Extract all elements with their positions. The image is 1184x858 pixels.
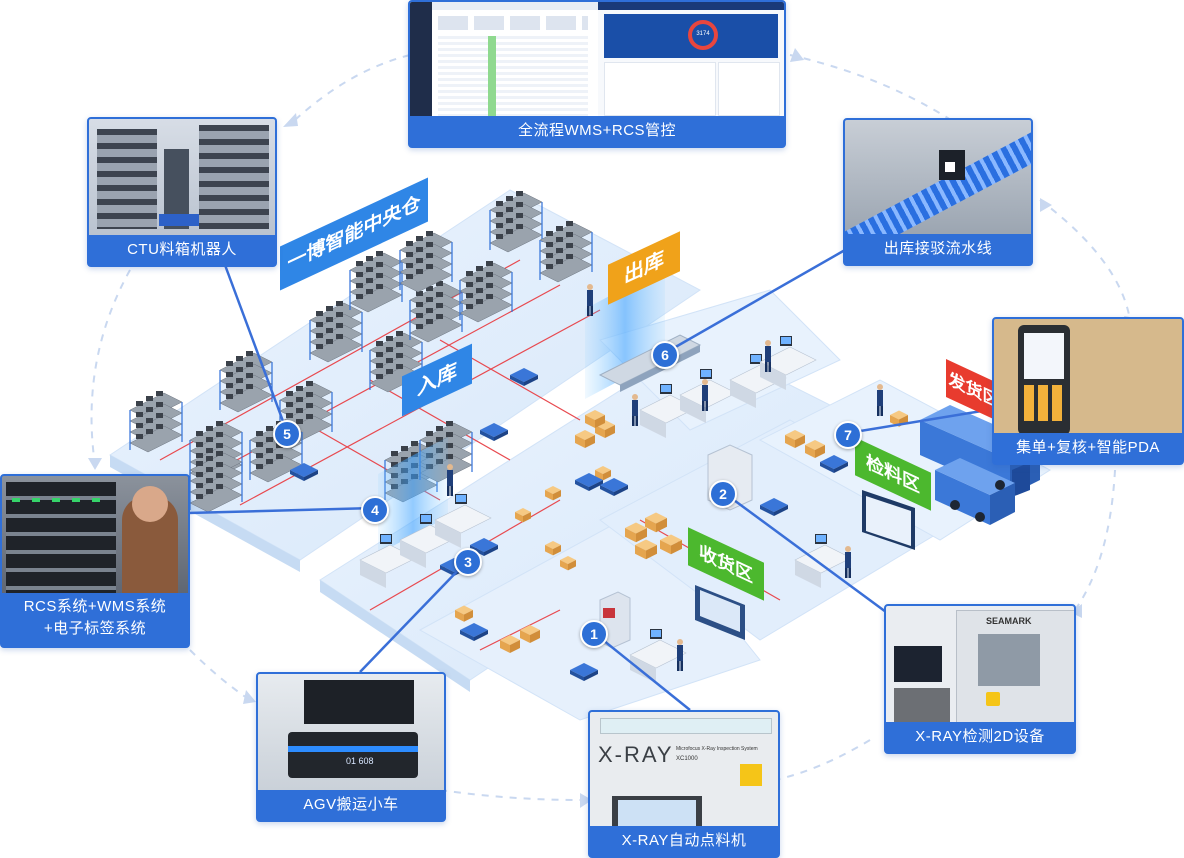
- worker: [587, 284, 593, 316]
- inspection-screen: [862, 490, 915, 550]
- cardboard-box: [500, 635, 520, 653]
- cardboard-box: [635, 539, 657, 560]
- seamark-brand: SEAMARK: [986, 616, 1032, 626]
- agv-robots: [290, 368, 848, 681]
- agv-robot: [600, 478, 628, 496]
- ctu-robot-photo: [89, 119, 275, 239]
- card-xray-2d: SEAMARK X-RAY检测2D设备: [884, 604, 1076, 754]
- agv-robot: [480, 423, 508, 441]
- worker: [447, 464, 453, 496]
- card-wms-rcs-caption: 全流程WMS+RCS管控: [410, 116, 784, 146]
- card-agv-caption: AGV搬运小车: [258, 790, 444, 820]
- card-outbound-line-caption: 出库接驳流水线: [845, 234, 1031, 264]
- agv-robot: [460, 623, 488, 641]
- agv-robot: [510, 368, 538, 386]
- card-agv: 01 608 AGV搬运小车: [256, 672, 446, 822]
- storage-rack: [349, 251, 403, 313]
- storage-rack: [539, 221, 593, 283]
- xray-brand: X-RAY: [598, 742, 674, 767]
- card-xray-counter: X-RAY Microfocus X-Ray Inspection System…: [588, 710, 780, 858]
- dashboard-value: 3174: [696, 31, 710, 37]
- card-rcs-wms-label: RCS系统+WMS系统 +电子标签系统: [0, 474, 190, 648]
- worker: [702, 379, 708, 411]
- workstation: [794, 534, 852, 588]
- xray-2d-photo: SEAMARK: [886, 606, 1074, 726]
- worker: [845, 546, 851, 578]
- agv-robot: [290, 463, 318, 481]
- marker-7: 7: [834, 421, 862, 449]
- cardboard-box: [645, 512, 667, 533]
- cardboard-box: [785, 430, 805, 448]
- worker: [677, 639, 683, 671]
- cardboard-box: [585, 410, 605, 428]
- marker-6-label: 6: [661, 347, 669, 363]
- cardboard-box: [805, 440, 825, 458]
- cardboard-box: [625, 522, 647, 543]
- card-ctu-robot: CTU料箱机器人: [87, 117, 277, 267]
- agv-robot: [570, 663, 598, 681]
- storage-rack: [309, 301, 363, 363]
- workstation: [434, 494, 492, 548]
- xray-model-line2: XC1000: [676, 756, 698, 762]
- marker-5: 5: [273, 420, 301, 448]
- marker-4-label: 4: [371, 502, 379, 518]
- cardboard-boxes: [455, 410, 908, 653]
- cardboard-box: [545, 486, 561, 501]
- workstations: [359, 336, 852, 683]
- marker-1: 1: [580, 620, 608, 648]
- cardboard-box: [520, 625, 540, 643]
- agv-id-label: 01 608: [346, 756, 374, 766]
- marker-2-label: 2: [719, 486, 727, 502]
- trucks: [920, 405, 1040, 525]
- agv-robot: [575, 473, 603, 491]
- card-rcs-caption-line1: RCS系统+WMS系统: [23, 598, 167, 615]
- pda-photo: [994, 319, 1182, 437]
- cardboard-box: [455, 605, 473, 622]
- cardboard-box: [660, 534, 682, 555]
- cardboard-box: [575, 430, 595, 448]
- conveyor-photo: [845, 120, 1031, 238]
- marker-3: 3: [454, 548, 482, 576]
- marker-7-label: 7: [844, 427, 852, 443]
- card-pda-caption: 集单+复核+智能PDA: [994, 433, 1182, 463]
- marker-6: 6: [651, 341, 679, 369]
- worker: [877, 384, 883, 416]
- cardboard-box: [560, 556, 576, 571]
- agv-robot: [760, 498, 788, 516]
- marker-2: 2: [709, 480, 737, 508]
- workers: [447, 284, 883, 671]
- marker-4: 4: [361, 496, 389, 524]
- marker-3-label: 3: [464, 554, 472, 570]
- marker-1-label: 1: [590, 626, 598, 642]
- card-xray-2d-caption: X-RAY检测2D设备: [886, 722, 1074, 752]
- card-wms-rcs: 3174 全流程WMS+RCS管控: [408, 0, 786, 148]
- storage-rack: [459, 261, 513, 323]
- card-pda: 集单+复核+智能PDA: [992, 317, 1184, 465]
- connector-lines: [187, 248, 1001, 711]
- storage-rack: [189, 451, 243, 513]
- cardboard-box: [545, 541, 561, 556]
- card-ctu-robot-caption: CTU料箱机器人: [89, 235, 275, 265]
- agv-photo: 01 608: [258, 674, 444, 794]
- cardboard-box: [595, 466, 611, 481]
- storage-rack: [489, 191, 543, 253]
- xray-counter-photo: X-RAY Microfocus X-Ray Inspection System…: [590, 712, 778, 830]
- card-outbound-line: 出库接驳流水线: [843, 118, 1033, 266]
- rcs-operator-photo: [2, 476, 188, 600]
- storage-rack: [129, 391, 183, 453]
- cardboard-box: [515, 508, 531, 523]
- card-xray-counter-caption: X-RAY自动点料机: [590, 826, 778, 856]
- agv-robot: [820, 455, 848, 473]
- card-rcs-wms-label-caption: RCS系统+WMS系统 +电子标签系统: [2, 593, 188, 646]
- storage-rack: [399, 231, 453, 293]
- worker: [765, 340, 771, 372]
- card-rcs-caption-line2: +电子标签系统: [43, 620, 147, 637]
- xray-model-line1: Microfocus X-Ray Inspection System: [676, 746, 758, 752]
- worker: [632, 394, 638, 426]
- marker-5-label: 5: [283, 426, 291, 442]
- wms-screenshot: 3174: [410, 2, 784, 120]
